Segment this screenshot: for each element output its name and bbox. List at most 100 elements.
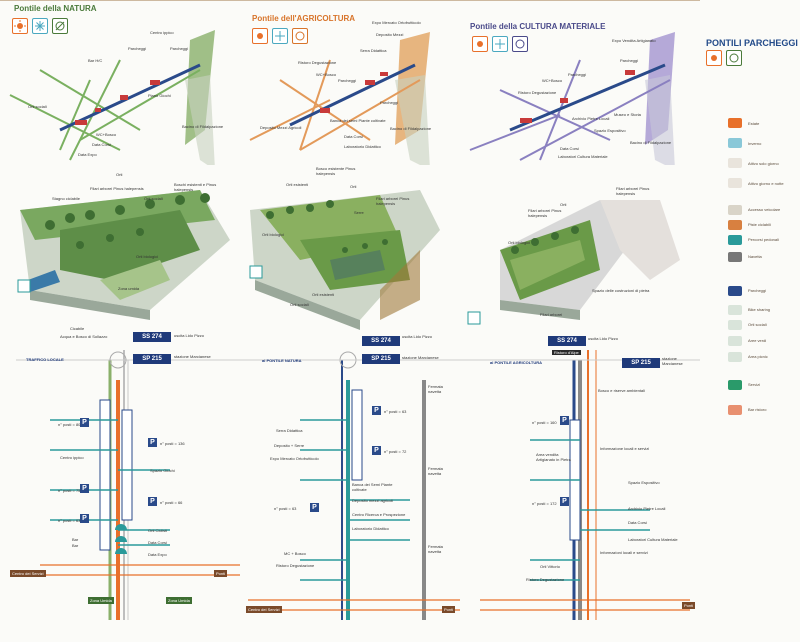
axis1-label-11: Data Expo bbox=[148, 552, 167, 557]
axis3-label-3: Spazio Espositivo bbox=[628, 480, 660, 485]
axis3-road-b-side: stazione Marcianese bbox=[662, 356, 683, 366]
panel-title-agricoltura: Pontile dell'AGRICOLTURA bbox=[252, 14, 356, 23]
legend-label-7: Navetta bbox=[748, 254, 762, 259]
no-night-icon bbox=[726, 50, 742, 66]
axis2-label-10: MC + Bosco bbox=[284, 551, 306, 556]
map3-label-3: Expo Vendita Artigianato bbox=[612, 38, 656, 43]
map3-label-10: Bacino di Fildalpazione bbox=[630, 140, 672, 145]
legend-swatch-13 bbox=[728, 380, 742, 390]
axis2-label-5: Expo Mercato Ortofrutticolo bbox=[270, 456, 319, 461]
axis-natura bbox=[16, 350, 240, 620]
axis3-extra-0: Ristoro d'Alpe bbox=[552, 350, 581, 355]
axis1-road-a: SS 274 bbox=[133, 332, 171, 342]
axis2-shuttle-0: Fermata navetta bbox=[428, 384, 443, 394]
legend-swatch-9 bbox=[728, 305, 742, 315]
map2-label-10: Bacino di Fildalpazione bbox=[390, 126, 432, 131]
axis2-label-13: Ponti bbox=[442, 606, 456, 613]
sun-icon bbox=[12, 18, 28, 34]
axis2-label-11: Ristoro Degustazione bbox=[276, 563, 315, 568]
legend-label-12: Area picnic bbox=[748, 354, 768, 359]
legend-swatch-1 bbox=[728, 138, 742, 148]
parking-icon: P bbox=[80, 514, 89, 523]
legend-label-11: Aree verdi bbox=[748, 338, 767, 343]
legend-swatch-2 bbox=[728, 158, 742, 168]
map2-label-4: Serra Didattica bbox=[360, 48, 387, 53]
legend-swatch-14 bbox=[728, 405, 742, 415]
snowflake-icon bbox=[492, 36, 508, 52]
axis1-top-tag-1: Acqua e Bosco di Sollazzo bbox=[60, 334, 108, 339]
snowflake-icon bbox=[272, 28, 288, 44]
axis2-label-8: Centro Ricerca e Prospezione bbox=[352, 512, 406, 517]
map1-label-6: WC+Bosco bbox=[96, 132, 117, 137]
map1-label-3: Parcheggi bbox=[170, 46, 189, 51]
aerial2-label-2: Orti bbox=[350, 184, 357, 189]
aerial1-label-1: Boschi esistenti e Pinus halepensis bbox=[174, 182, 217, 192]
axis3-label-1: n° posti = 172 bbox=[532, 501, 557, 506]
aerial3-label-2: Orti biologici bbox=[508, 240, 531, 245]
axis3-label-12: Ponti bbox=[682, 602, 696, 609]
wave-icon bbox=[249, 265, 263, 279]
map-cultura bbox=[469, 32, 675, 165]
map1-label-5: Piano Giochi bbox=[148, 93, 171, 98]
axis3-label-5: Data Corsi bbox=[628, 520, 647, 525]
aerial3-label-3: Filari arborei Pinus halepensis bbox=[528, 208, 562, 218]
axis2-left-label: al PONTILE NATURA bbox=[262, 358, 302, 363]
legend-swatch-7 bbox=[728, 252, 742, 262]
axis2-road-a-side: uscita Lido Pizzo bbox=[402, 334, 433, 339]
axis2-label-9: Laboratorio Didattico bbox=[352, 526, 389, 531]
axis1-label-6: n° posti = 63 bbox=[58, 518, 81, 523]
panel-title-cultura: Pontile della CULTURA MATERIALE bbox=[470, 22, 606, 31]
axis3-label-8: Informazione locali e servizi bbox=[600, 446, 650, 451]
axis1-label-7: Orti Ciclisti bbox=[148, 528, 168, 533]
legend-label-0: Estate bbox=[748, 121, 760, 126]
aerial-views bbox=[17, 190, 680, 330]
aerial1-label-5: Zona umida bbox=[118, 286, 140, 291]
parking-icon: P bbox=[148, 497, 157, 506]
legend-title: PONTILI PARCHEGGI bbox=[706, 38, 798, 48]
parking-icon: P bbox=[148, 438, 157, 447]
axis2-label-12: Centro dei Servizi bbox=[246, 606, 282, 613]
parking-icon: P bbox=[80, 418, 89, 427]
legend-swatch-0 bbox=[728, 118, 742, 128]
axis2-label-4: Deposito + Serre bbox=[274, 443, 305, 448]
map3-label-2: Parcheggi bbox=[568, 72, 587, 77]
axis3-label-9: Informazioni locali e servizi bbox=[600, 550, 648, 555]
aerial2-label-0: Orti esistenti bbox=[286, 182, 309, 187]
map2-label-1: WC+Bosco bbox=[316, 72, 337, 77]
top-rule bbox=[0, 0, 700, 1]
panel-title-natura: Pontile della NATURA bbox=[14, 4, 97, 13]
aerial2-label-7: Orti sociali bbox=[290, 302, 309, 307]
axis2-label-1: n° posti = 72 bbox=[384, 449, 407, 454]
axis3-left-label: al PONTILE AGRICOLTURA bbox=[490, 360, 542, 365]
parking-icon: P bbox=[80, 484, 89, 493]
map-natura bbox=[9, 30, 215, 165]
legend-swatch-5 bbox=[728, 220, 742, 230]
aerial3-label-1: Orti bbox=[560, 202, 567, 207]
axis-diagrams bbox=[16, 350, 700, 620]
no-night-icon bbox=[52, 18, 68, 34]
aerial2-label-6: Orti esistenti bbox=[312, 292, 335, 297]
map2-label-9: Parcheggi bbox=[380, 100, 399, 105]
legend-label-8: Parcheggi bbox=[748, 288, 767, 293]
aerial1-label-3: Orti sociali bbox=[144, 196, 163, 201]
axis1-label-8: Data Corsi bbox=[148, 540, 167, 545]
aerial2-label-4: Serre bbox=[354, 210, 364, 215]
axis3-label-11: Ristoro Degustazione bbox=[526, 577, 565, 582]
map2-label-8: Deposito Mezzi Agricoli bbox=[260, 125, 302, 130]
legend-label-3: Attivo giorno e notte bbox=[748, 181, 784, 186]
axis1-label-5: n° posti = 66 bbox=[160, 500, 183, 505]
axis1-label-14: Centro dei Servizi bbox=[10, 570, 46, 577]
legend-label-4: Accesso veicolare bbox=[748, 207, 781, 212]
axis3-label-2: Area vendita Artigianato in Pietra bbox=[536, 452, 571, 462]
map3-label-7: Laboratori Cultura Materiale bbox=[558, 154, 608, 159]
axis3-label-10: Orti Vittorio bbox=[540, 564, 560, 569]
parking-icon: P bbox=[560, 416, 569, 425]
map3-label-5: Archivio Pietre Locali bbox=[572, 116, 610, 121]
legend-swatch-6 bbox=[728, 235, 742, 245]
axis1-label-0: n° posti = 80 bbox=[58, 422, 81, 427]
parking-icon: P bbox=[372, 406, 381, 415]
map1-label-7: Data Corsi bbox=[92, 142, 111, 147]
map1-label-4: Orti sociali bbox=[28, 104, 47, 109]
parking-icon: P bbox=[372, 446, 381, 455]
parking-icon: P bbox=[310, 503, 319, 512]
